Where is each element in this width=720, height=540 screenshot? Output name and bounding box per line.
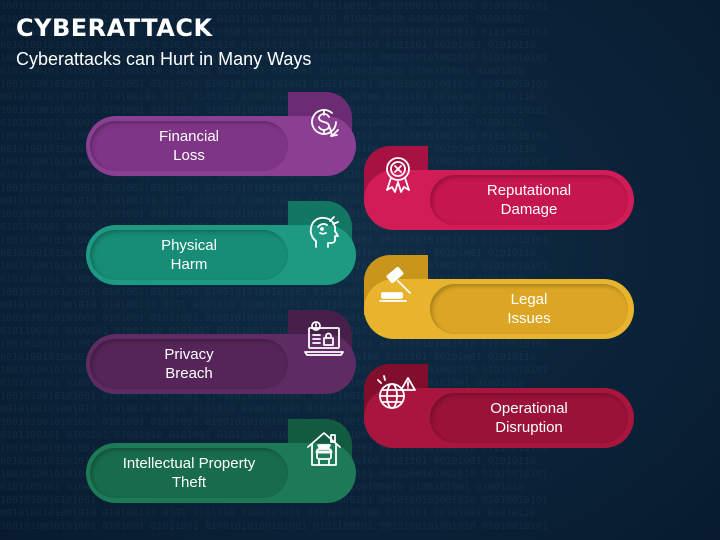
gavel-icon	[376, 263, 420, 307]
slide-title: CYBERATTACK	[16, 14, 213, 42]
house-thief-icon	[302, 427, 346, 471]
item-physical-harm: Physical Harm	[86, 201, 356, 287]
item-reputational-damage: Reputational Damage	[364, 146, 634, 232]
slide-subtitle: Cyberattacks can Hurt in Many Ways	[16, 49, 312, 69]
item-label: Reputational Damage	[430, 175, 628, 225]
item-operational-disruption: Operational Disruption	[364, 364, 634, 450]
item-label: Intellectual Property Theft	[90, 448, 288, 498]
award-badge-icon	[376, 152, 420, 196]
item-financial-loss: Financial Loss	[86, 92, 356, 178]
dollar-down-icon	[302, 100, 346, 144]
item-label: Operational Disruption	[430, 393, 628, 443]
item-label: Privacy Breach	[90, 339, 288, 389]
laptop-lock-icon	[302, 318, 346, 362]
item-label: Physical Harm	[90, 230, 288, 280]
item-label: Legal Issues	[430, 284, 628, 334]
item-label: Financial Loss	[90, 121, 288, 171]
globe-warning-icon	[374, 372, 418, 416]
item-intellectual-property-theft: Intellectual Property Theft	[86, 419, 356, 505]
item-legal-issues: Legal Issues	[364, 255, 634, 341]
item-privacy-breach: Privacy Breach	[86, 310, 356, 396]
head-injury-icon	[302, 209, 346, 253]
